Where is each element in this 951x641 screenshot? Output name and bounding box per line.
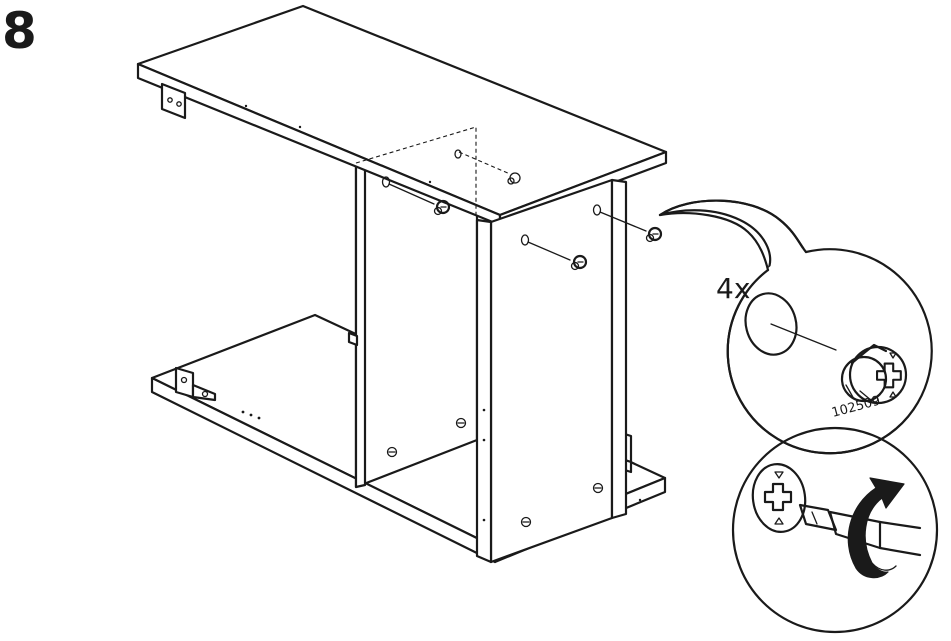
detail-callout-turn [731, 426, 939, 634]
side-panel-right [475, 178, 628, 564]
detail-callout-insert: 4x 102509 [658, 199, 937, 455]
hidden-back-panel-outline [355, 126, 521, 215]
hole-magnified [744, 292, 837, 356]
clockwise-rotate-arrow-icon [847, 477, 905, 579]
step-number: 8 [2, 2, 37, 60]
cam-lock-icon [840, 343, 908, 405]
corner-bracket-bottom-left [174, 366, 217, 402]
corner-bracket-top-left [160, 82, 187, 120]
cam-fitting-divider [381, 176, 451, 216]
cam-lock-face-icon [751, 463, 807, 533]
screwdriver-icon [798, 503, 922, 557]
cam-fitting-side-front [520, 234, 588, 271]
divider-panel [347, 161, 479, 489]
cam-fitting-side-back [592, 204, 663, 243]
quantity-label: 4x [716, 272, 750, 305]
